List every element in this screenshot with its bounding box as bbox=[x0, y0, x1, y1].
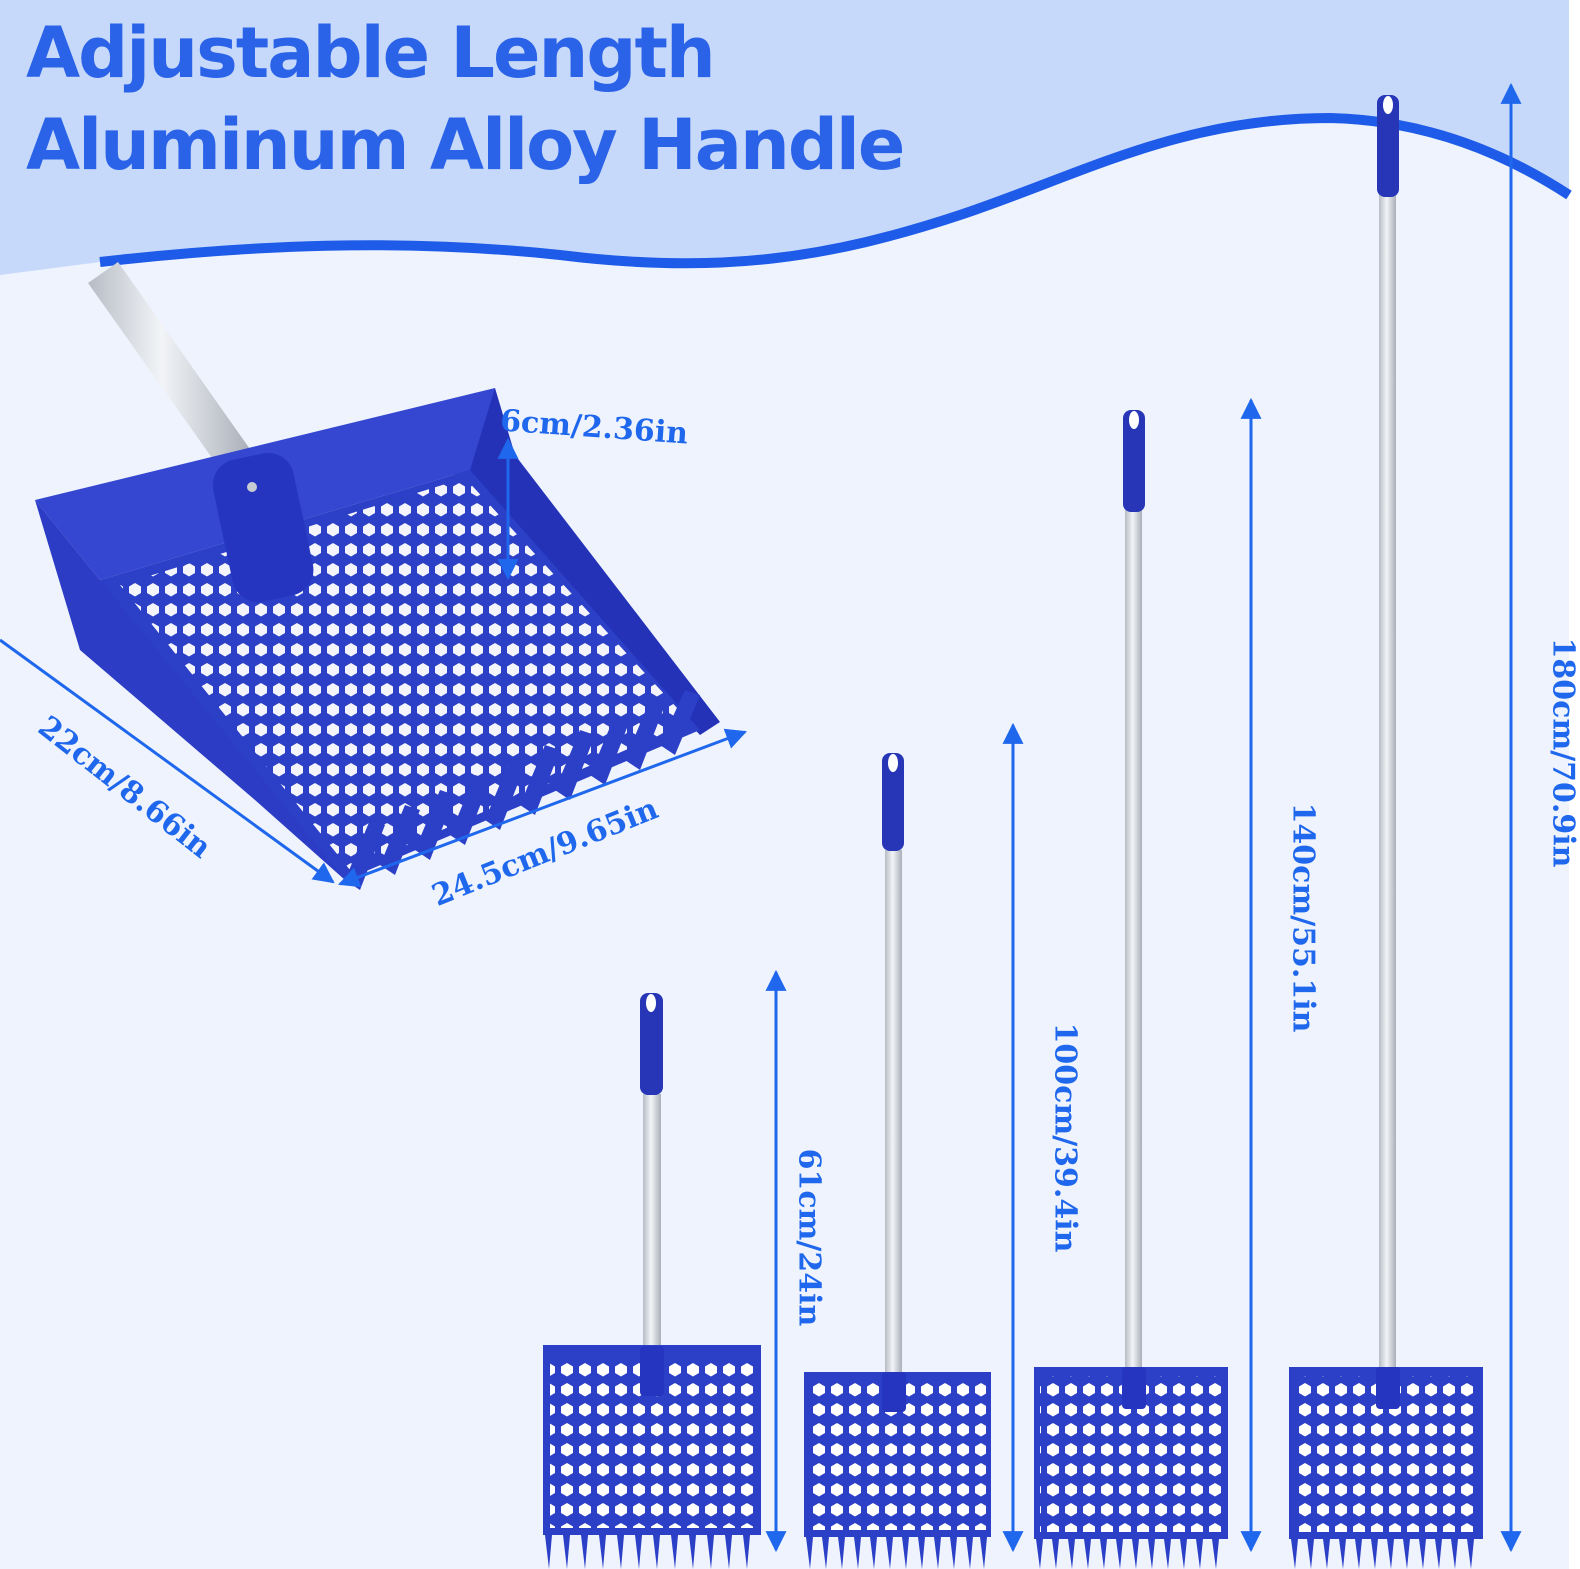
length-label-100: 100cm/39.4in bbox=[1047, 1022, 1083, 1253]
fork-140cm bbox=[1034, 410, 1228, 1569]
title-line-2: Aluminum Alloy Handle bbox=[26, 104, 905, 186]
fork-180cm bbox=[1289, 95, 1483, 1569]
wave-band bbox=[0, 0, 1569, 275]
length-label-61: 61cm/24in bbox=[791, 1148, 827, 1327]
side-arrow bbox=[0, 638, 335, 884]
title-line-1: Adjustable Length bbox=[26, 12, 716, 94]
fork-100cm bbox=[804, 753, 991, 1569]
length-label-140: 140cm/55.1in bbox=[1285, 802, 1321, 1033]
fork-61cm bbox=[543, 993, 761, 1569]
length-label-180: 180cm/70.9in bbox=[1545, 637, 1580, 868]
width-arrow bbox=[338, 728, 747, 888]
main-scoop-handle bbox=[88, 262, 252, 472]
